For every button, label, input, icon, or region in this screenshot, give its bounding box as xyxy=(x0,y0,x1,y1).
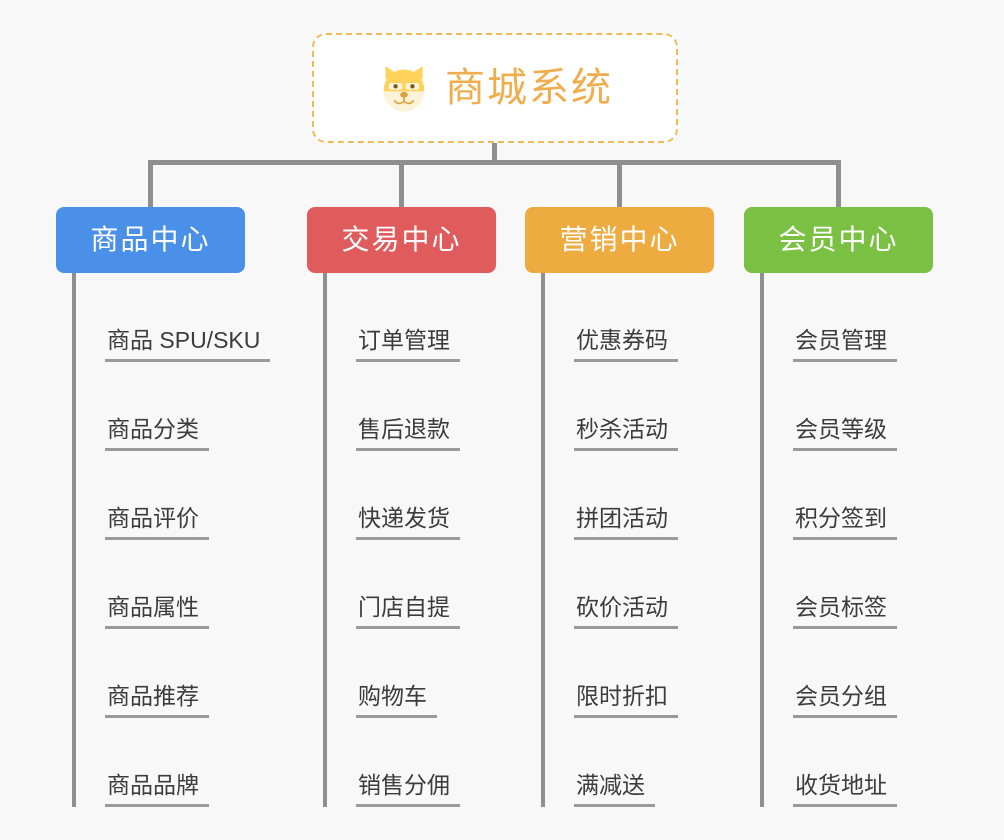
list-item[interactable]: 商品评价 xyxy=(72,451,270,540)
list-item[interactable]: 秒杀活动 xyxy=(541,362,678,451)
list-item[interactable]: 会员管理 xyxy=(760,273,897,362)
leaf-label: 收货地址 xyxy=(795,771,887,798)
leaf-label: 优惠券码 xyxy=(576,326,668,353)
leaf-label: 秒杀活动 xyxy=(576,415,668,442)
list-item[interactable]: 会员等级 xyxy=(760,362,897,451)
leaf-label: 会员管理 xyxy=(795,326,887,353)
branch-drop-connector-3 xyxy=(617,160,622,209)
leaf-list-marketing-center: 优惠券码 秒杀活动 拼团活动 砍价活动 限时折扣 满减送 xyxy=(541,273,678,807)
leaf-spine xyxy=(541,273,545,807)
leaf-label: 会员标签 xyxy=(795,593,887,620)
list-item[interactable]: 订单管理 xyxy=(323,273,460,362)
category-box-product-center[interactable]: 商品中心 xyxy=(56,207,245,273)
leaf-label: 满减送 xyxy=(576,771,645,798)
leaf-spine xyxy=(323,273,327,807)
leaf-label: 购物车 xyxy=(358,682,427,709)
list-item[interactable]: 售后退款 xyxy=(323,362,460,451)
leaf-list-member-center: 会员管理 会员等级 积分签到 会员标签 会员分组 收货地址 xyxy=(760,273,897,807)
leaf-list-product-center: 商品 SPU/SKU 商品分类 商品评价 商品属性 商品推荐 商品品牌 xyxy=(72,273,271,807)
leaf-label: 商品 SPU/SKU xyxy=(107,326,261,353)
leaf-label: 限时折扣 xyxy=(576,682,668,709)
branch-drop-connector-2 xyxy=(399,160,404,209)
category-label: 商品中心 xyxy=(90,224,211,255)
leaf-label: 商品推荐 xyxy=(107,682,199,709)
leaf-list-trade-center: 订单管理 售后退款 快递发货 门店自提 购物车 销售分佣 xyxy=(323,273,460,807)
leaf-label: 门店自提 xyxy=(358,593,450,620)
leaf-label: 商品属性 xyxy=(107,593,199,620)
list-item[interactable]: 销售分佣 xyxy=(323,718,460,807)
leaf-label: 销售分佣 xyxy=(358,771,450,798)
category-label: 营销中心 xyxy=(559,224,680,255)
category-label: 会员中心 xyxy=(778,224,899,255)
dog-face-icon xyxy=(383,66,425,112)
list-item[interactable]: 商品品牌 xyxy=(72,718,270,807)
list-item[interactable]: 拼团活动 xyxy=(541,451,678,540)
root-title: 商城系统 xyxy=(445,66,613,110)
root-node[interactable]: 商城系统 xyxy=(312,33,678,143)
list-item[interactable]: 购物车 xyxy=(323,629,460,718)
leaf-label: 售后退款 xyxy=(358,415,450,442)
leaf-label: 商品品牌 xyxy=(107,771,199,798)
category-label: 交易中心 xyxy=(341,224,462,255)
leaf-label: 会员分组 xyxy=(795,682,887,709)
list-item[interactable]: 商品 SPU/SKU xyxy=(72,273,271,362)
list-item[interactable]: 商品属性 xyxy=(72,540,270,629)
leaf-label: 会员等级 xyxy=(795,415,887,442)
leaf-spine xyxy=(72,273,76,807)
category-box-trade-center[interactable]: 交易中心 xyxy=(307,207,496,273)
leaf-label: 砍价活动 xyxy=(576,593,668,620)
leaf-label: 商品分类 xyxy=(107,415,199,442)
leaf-label: 拼团活动 xyxy=(576,504,668,531)
branch-drop-connector-1 xyxy=(148,160,153,209)
list-item[interactable]: 砍价活动 xyxy=(541,540,678,629)
list-item[interactable]: 快递发货 xyxy=(323,451,460,540)
category-box-marketing-center[interactable]: 营销中心 xyxy=(525,207,714,273)
list-item[interactable]: 积分签到 xyxy=(760,451,897,540)
list-item[interactable]: 商品分类 xyxy=(72,362,270,451)
list-item[interactable]: 商品推荐 xyxy=(72,629,270,718)
list-item[interactable]: 会员分组 xyxy=(760,629,897,718)
list-item[interactable]: 优惠券码 xyxy=(541,273,678,362)
root-stem-connector xyxy=(492,143,497,163)
horizontal-bus-connector xyxy=(150,160,840,165)
category-box-member-center[interactable]: 会员中心 xyxy=(744,207,933,273)
list-item[interactable]: 会员标签 xyxy=(760,540,897,629)
list-item[interactable]: 满减送 xyxy=(541,718,678,807)
leaf-label: 积分签到 xyxy=(795,504,887,531)
branch-drop-connector-4 xyxy=(836,160,841,209)
leaf-spine xyxy=(760,273,764,807)
list-item[interactable]: 限时折扣 xyxy=(541,629,678,718)
list-item[interactable]: 收货地址 xyxy=(760,718,897,807)
leaf-label: 快递发货 xyxy=(358,504,450,531)
list-item[interactable]: 门店自提 xyxy=(323,540,460,629)
leaf-label: 商品评价 xyxy=(107,504,199,531)
leaf-label: 订单管理 xyxy=(358,326,450,353)
